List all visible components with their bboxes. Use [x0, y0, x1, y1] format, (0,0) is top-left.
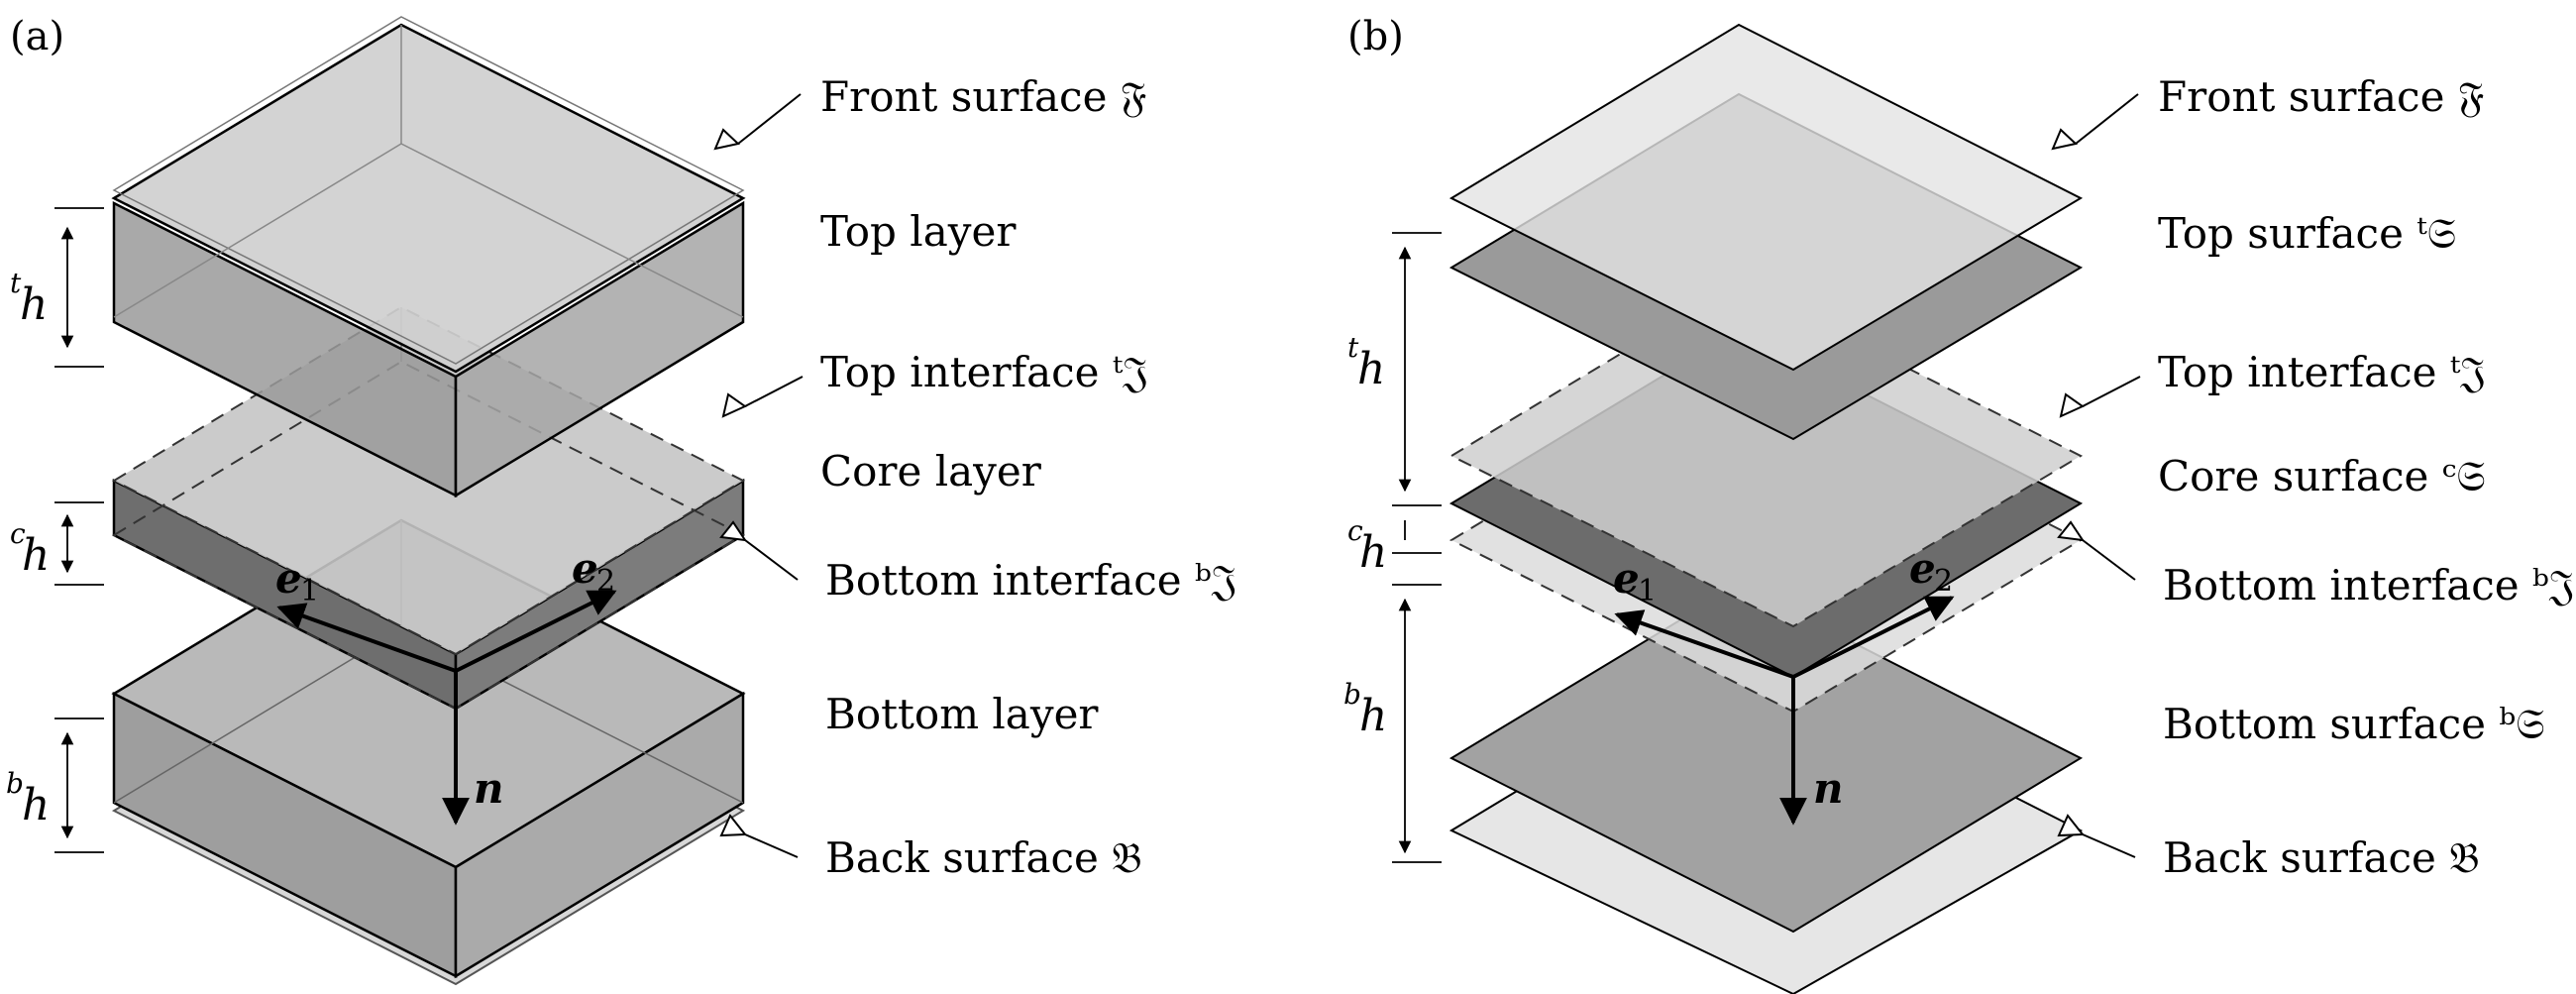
label-front-surface-a: Front surface 𝔉 — [820, 72, 1146, 121]
label-core-layer: Core layer — [820, 447, 1042, 496]
dimensions-b — [1392, 232, 1442, 863]
bh-sup-a: b — [6, 767, 24, 800]
e1-label-b: e — [1613, 554, 1640, 603]
front-surface-plane — [1449, 23, 2084, 372]
label-front-surface-b: Front surface 𝔉 — [2158, 72, 2484, 121]
panel-a-tag: (a) — [10, 14, 64, 59]
label-bottom-layer: Bottom layer — [825, 690, 1099, 738]
label-bottom-interface-b: Bottom interface ᵇ𝔍 — [2163, 561, 2575, 609]
panel-a: (a) — [6, 14, 1237, 986]
n-label-b: n — [1813, 764, 1844, 813]
label-top-layer: Top layer — [820, 207, 1017, 256]
bh-sym-b: h — [1359, 691, 1387, 741]
th-sym-b: h — [1357, 344, 1385, 394]
ch-sym-a: h — [22, 530, 50, 581]
label-back-surface-a: Back surface 𝔅 — [825, 833, 1142, 882]
basis-vectors-a: e 1 e 2 n — [275, 544, 617, 826]
basis-vectors-b: e 1 e 2 n — [1613, 544, 1955, 826]
top-layer-box — [111, 16, 746, 498]
label-core-surface: Core surface ᶜ𝔖 — [2158, 452, 2486, 500]
th-sym-a: h — [20, 279, 48, 330]
leaders-a — [713, 93, 804, 858]
th-sup-a: t — [10, 267, 22, 299]
ch-sup-a: c — [10, 517, 26, 550]
label-bottom-surface: Bottom surface ᵇ𝔖 — [2163, 700, 2545, 748]
n-label-a: n — [474, 764, 504, 813]
bh-sym-a: h — [22, 780, 50, 830]
th-sup-b: t — [1347, 331, 1359, 364]
e2-label-b: e — [1909, 544, 1936, 593]
e2-label-a: e — [572, 544, 598, 593]
panel-b: (b) e 1 e 2 n — [1343, 14, 2575, 994]
e1-sub-b: 1 — [1638, 574, 1657, 608]
bottom-surface-plane — [1449, 583, 2084, 934]
e2-sub-b: 2 — [1934, 564, 1953, 599]
label-back-surface-b: Back surface 𝔅 — [2163, 833, 2480, 882]
label-top-surface: Top surface ᵗ𝔖 — [2158, 209, 2456, 258]
label-top-interface-a: Top interface ᵗ𝔍 — [820, 348, 1148, 396]
dimensions-a — [54, 207, 104, 853]
panel-b-tag: (b) — [1347, 14, 1404, 59]
e1-sub-a: 1 — [300, 574, 319, 608]
leaders-b — [2051, 93, 2141, 858]
ch-sym-b: h — [1359, 527, 1387, 578]
bh-sup-b: b — [1343, 678, 1361, 711]
e2-sub-a: 2 — [596, 564, 615, 599]
ch-sup-b: c — [1347, 514, 1363, 547]
top-interface-plane — [1449, 280, 2084, 628]
e1-label-a: e — [275, 554, 302, 603]
label-bottom-interface-a: Bottom interface ᵇ𝔍 — [825, 556, 1237, 605]
label-top-interface-b: Top interface ᵗ𝔍 — [2158, 348, 2486, 396]
